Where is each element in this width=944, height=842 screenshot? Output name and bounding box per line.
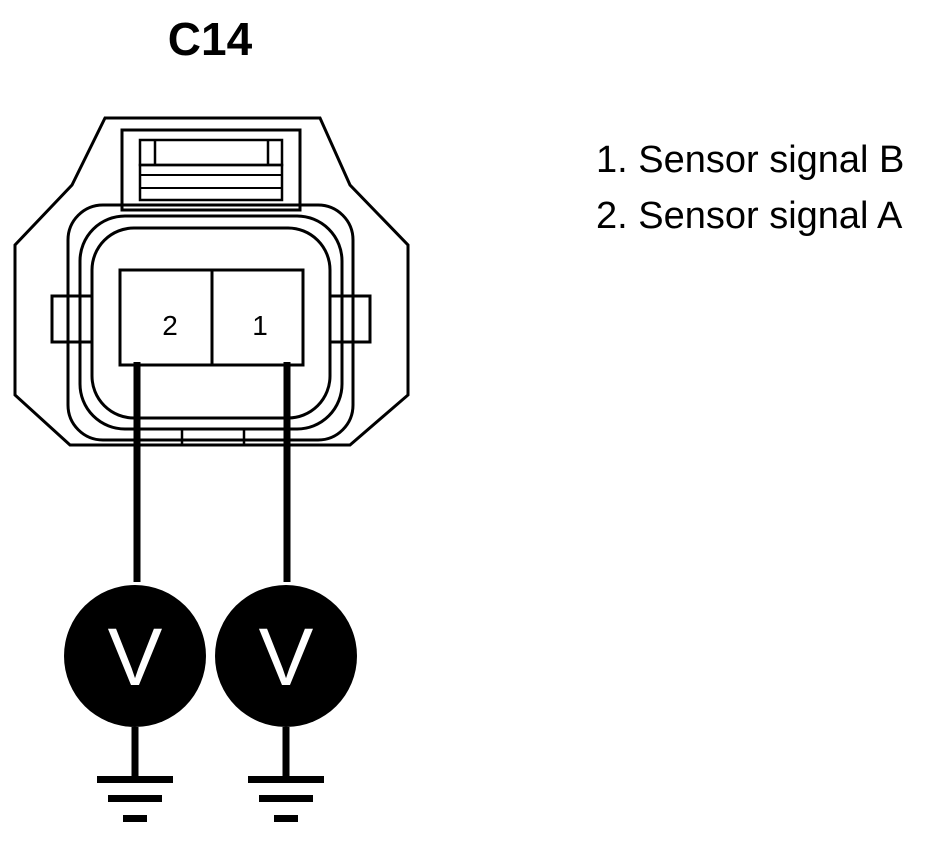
pin-label-2: 2 (162, 310, 178, 341)
ground-icon (248, 776, 324, 822)
connector-housing (13, 116, 410, 447)
voltmeter-pin-2: V (64, 585, 206, 727)
pin-label-1: 1 (252, 310, 268, 341)
voltmeter-pin-1: V (215, 585, 357, 727)
legend-item-1: 1. Sensor signal B (596, 139, 904, 181)
legend-item-2: 2. Sensor signal A (596, 195, 903, 237)
ground-icon (97, 776, 173, 822)
voltmeter-symbol: V (259, 612, 314, 703)
voltmeter-symbol: V (108, 612, 163, 703)
connector-title: C14 (168, 13, 253, 65)
